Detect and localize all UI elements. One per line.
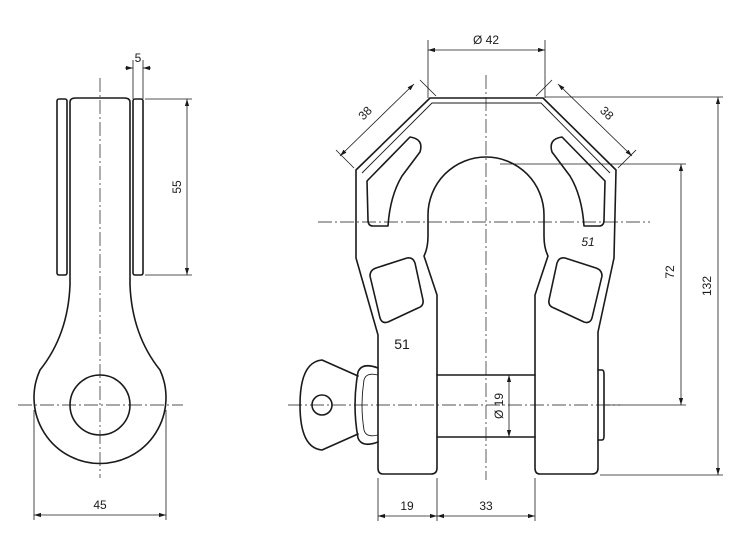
side-plate-right [132, 98, 144, 276]
side-body-outline [33, 97, 167, 465]
left-curved-slot [366, 136, 422, 227]
dim-38r-ext-top [535, 79, 553, 97]
front-view: Ø 42 38 38 132 72 Ø 19 19 33 51 [288, 33, 723, 521]
dim-55-label: 55 [170, 180, 184, 194]
dim-45-label: 45 [93, 498, 107, 512]
dim-38l-ext-top [419, 79, 437, 97]
dim-38l-line [339, 83, 415, 157]
dim-d19-label: Ø 19 [492, 393, 506, 419]
dim-38l-label: 38 [355, 103, 375, 123]
right-square-pocket [548, 257, 603, 324]
shackle-body-outline [355, 97, 617, 475]
dim-132-label: 132 [700, 276, 714, 296]
dim-5-label: 5 [135, 51, 142, 65]
right-curved-slot [550, 136, 606, 227]
pin-ear-hole [311, 394, 333, 416]
dim-38r-label: 38 [597, 103, 617, 123]
left-square-pocket [369, 257, 424, 324]
pin-head-collar-inner [361, 373, 379, 437]
dim-38r-line [557, 83, 633, 157]
dim-19-label: 19 [400, 499, 414, 513]
pin-head-collar [354, 364, 379, 446]
pin-ear [299, 359, 359, 451]
pin-end-right [597, 369, 605, 441]
dim-72-label: 72 [663, 265, 677, 279]
dim-38l-ext-bottom [335, 149, 355, 169]
side-plate-left [56, 98, 68, 276]
dim-38r-ext-bottom [617, 149, 637, 169]
mark-51-right: 51 [581, 235, 594, 249]
dim-33-label: 33 [479, 499, 493, 513]
side-eye-hole [69, 374, 131, 436]
dim-d42-label: Ø 42 [473, 33, 499, 47]
side-view: 5 55 45 [18, 51, 192, 520]
mark-51-left: 51 [394, 336, 410, 352]
